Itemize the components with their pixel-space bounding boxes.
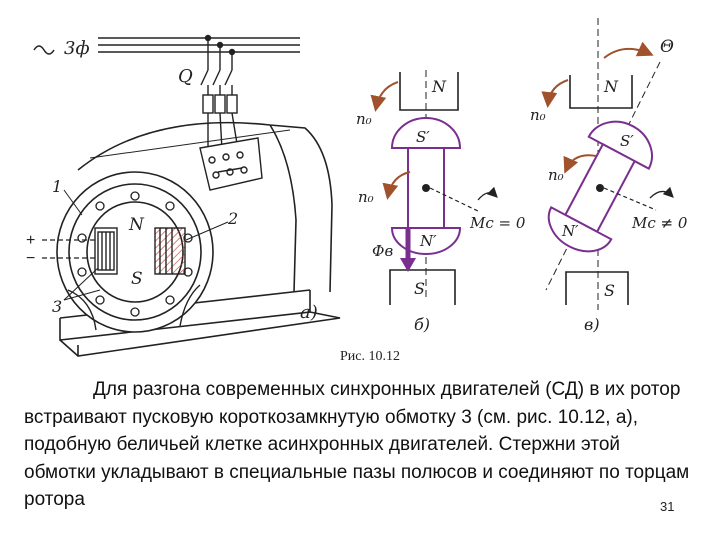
figure-caption: Рис. 10.12 — [340, 349, 400, 364]
panel-c-stator-n-label: N — [603, 77, 619, 96]
switch-q — [200, 34, 239, 151]
excitation-leads — [42, 239, 96, 259]
panel-c-angle-arrow — [603, 41, 654, 59]
callout-lines — [63, 189, 229, 301]
switch-label: Q — [178, 66, 193, 87]
panel-b-speed-top: n₀ — [356, 110, 372, 128]
panel-b-torque-line — [429, 187, 481, 213]
panel-c-rotor-s-label: S′ — [620, 132, 634, 150]
stator-pole-n: N — [128, 215, 145, 235]
panel-b-shaft-dot — [422, 184, 430, 192]
panel-c-angle-label: Θ — [660, 37, 674, 57]
panel-b-flux-arrowhead — [400, 258, 416, 272]
stator-pole-s: S — [131, 269, 143, 289]
panel-c-diagram: N S S′ N′ Θ n₀ n₀ Mc ≠ 0 в) — [530, 18, 688, 334]
panel-b-flux-label: Фв — [372, 242, 393, 260]
panel-c-stator-n — [569, 75, 633, 109]
callout-3: 3 — [52, 297, 62, 316]
panel-b-diagram: N S S′ N′ Фв n₀ n₀ Mc = 0 б) — [356, 70, 526, 334]
panel-c-stator-s — [565, 271, 629, 305]
body-paragraph: Для разгона современных синхронных двига… — [24, 379, 690, 510]
panel-b-rotation-arrow-top — [370, 81, 399, 112]
rotor-poles — [94, 227, 186, 275]
panel-b-label: б) — [414, 315, 430, 334]
panel-a-label: а) — [300, 302, 318, 323]
panel-c-label: в) — [584, 315, 600, 334]
callout-1: 1 — [52, 177, 62, 196]
supply-label: 3ф — [64, 38, 90, 59]
panel-c-speed-mid: n₀ — [548, 166, 564, 184]
panel-c-shaft-dot — [596, 184, 604, 192]
minus-sign: − — [26, 250, 35, 267]
panel-b-stator-n — [399, 72, 459, 111]
panel-c-torque-line — [603, 187, 657, 211]
panel-c-rotation-arrow-mid — [563, 154, 597, 174]
panel-b-speed-mid: n₀ — [358, 188, 374, 206]
panel-c-torque-arrow — [649, 186, 674, 199]
panel-b-stator-s — [389, 269, 456, 305]
panel-c-stator-s-label: S — [604, 281, 615, 300]
panel-a-machine: 3ф Q — [26, 34, 341, 357]
stator-bolts — [77, 191, 193, 317]
ac-tilde-icon — [33, 45, 55, 55]
panel-c-speed-top: n₀ — [530, 106, 546, 124]
page-number: 31 — [660, 499, 675, 514]
panel-b-stator-s-label: S — [414, 279, 425, 298]
panel-b-torque-label: Mc = 0 — [469, 214, 526, 232]
panel-c-rotor-n-label: N′ — [561, 222, 579, 240]
panel-b-stator-n-label: N — [431, 77, 447, 96]
panel-b-torque-arrow — [477, 186, 498, 201]
panel-b-rotor-n-label: N′ — [419, 232, 437, 250]
plus-sign: + — [26, 232, 35, 249]
panel-c-rotation-arrow-top — [541, 79, 569, 108]
supply-lines — [98, 37, 300, 53]
callout-2: 2 — [227, 209, 238, 228]
terminal-box — [199, 137, 263, 191]
figure-10-12: 3ф Q — [26, 18, 688, 364]
panel-b-rotation-arrow-mid — [382, 171, 411, 200]
panel-c-torque-label: Mc ≠ 0 — [631, 214, 688, 232]
panel-b-rotor-s-label: S′ — [416, 128, 430, 146]
machine-leg — [67, 284, 201, 331]
